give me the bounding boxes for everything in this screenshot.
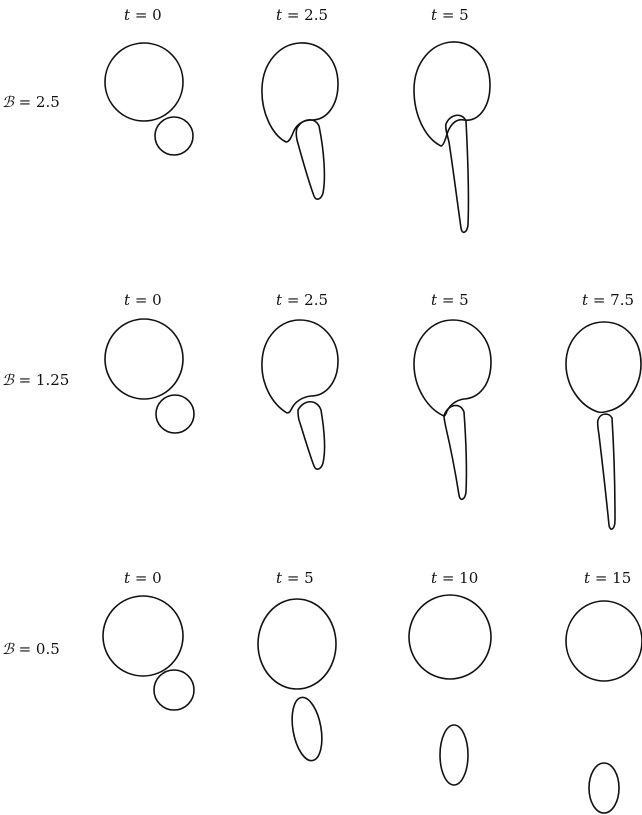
row-3: ℬ = 0.5 t = 0 t = 5 t = 10 t = 15	[2, 569, 642, 814]
frame-row-3-col-2: t = 5	[257, 569, 337, 762]
large-drop	[257, 598, 337, 690]
time-label: t = 0	[124, 6, 162, 24]
merging-drop-tail	[596, 413, 616, 530]
time-label: t = 0	[124, 569, 162, 587]
frame-row-1-col-3: t = 5	[413, 6, 491, 234]
time-label: t = 2.5	[276, 6, 328, 24]
merging-drop-tail	[297, 400, 326, 470]
frame-row-3-col-4: t = 15	[565, 569, 642, 814]
small-drop	[154, 116, 194, 156]
merging-drop-tail	[444, 114, 470, 234]
merging-drop-body	[261, 319, 339, 414]
frame-row-2-col-2: t = 2.5	[261, 291, 339, 470]
large-drop	[565, 600, 642, 682]
large-drop	[104, 42, 184, 122]
time-label: t = 2.5	[276, 291, 328, 309]
row-2: ℬ = 1.25 t = 0 t = 2.5 t = 5 t = 7.5	[2, 291, 642, 530]
small-drop	[439, 724, 469, 786]
bond-number-label-row-2: ℬ = 1.25	[2, 371, 69, 389]
small-drop	[155, 394, 195, 434]
large-drop	[102, 595, 184, 677]
frame-row-2-col-3: t = 5	[413, 291, 492, 501]
merging-drop-body	[413, 319, 492, 417]
merging-drop-body	[565, 321, 642, 414]
time-label: t = 5	[431, 6, 469, 24]
row-1: ℬ = 2.5 t = 0 t = 2.5 t = 5	[2, 6, 491, 234]
time-label: t = 7.5	[582, 291, 634, 309]
bond-number-label-row-1: ℬ = 2.5	[2, 93, 60, 111]
frame-row-1-col-2: t = 2.5	[261, 6, 339, 200]
time-label: t = 10	[431, 569, 478, 587]
small-drop	[588, 762, 620, 814]
merging-drop-tail	[295, 119, 326, 200]
time-label: t = 15	[584, 569, 631, 587]
frame-row-3-col-3: t = 10	[408, 569, 492, 786]
frame-row-1-col-1: t = 0	[104, 6, 194, 156]
merging-drop-body	[261, 42, 339, 143]
bond-number-label-row-3: ℬ = 0.5	[2, 640, 60, 658]
time-label: t = 5	[431, 291, 469, 309]
large-drop	[408, 594, 492, 680]
small-drop	[153, 669, 195, 711]
small-drop	[291, 696, 323, 762]
time-label: t = 5	[276, 569, 314, 587]
merging-drop-body	[413, 41, 491, 147]
frame-row-2-col-4: t = 7.5	[565, 291, 642, 530]
frame-row-3-col-1: t = 0	[102, 569, 195, 711]
time-label: t = 0	[124, 291, 162, 309]
merging-drop-tail	[443, 404, 468, 501]
frame-row-2-col-1: t = 0	[104, 291, 195, 434]
large-drop	[104, 318, 184, 400]
